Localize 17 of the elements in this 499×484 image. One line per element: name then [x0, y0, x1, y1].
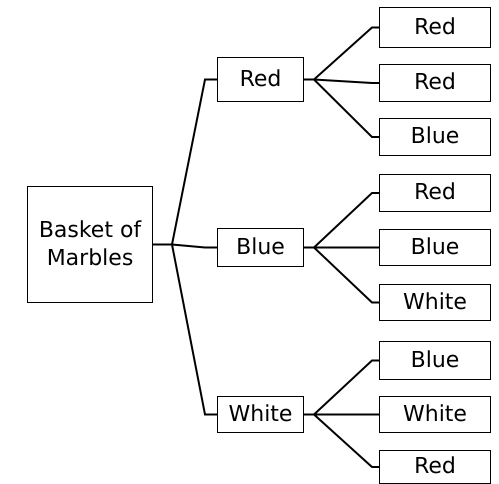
category-box: Blue [379, 341, 491, 380]
category-box: White [379, 284, 491, 321]
category-box: Red [379, 7, 491, 48]
category-box: Red [379, 450, 491, 484]
category-box: White [379, 396, 491, 433]
connector-line [153, 244, 217, 416]
category-box: Red [379, 174, 491, 212]
category-box: Blue [217, 228, 304, 267]
category-box: Red [217, 57, 304, 102]
category-box: Blue [379, 118, 491, 156]
category-box: Red [379, 64, 491, 102]
connector-line [304, 414, 379, 468]
category-box: Blue [379, 229, 491, 266]
category-box: Basket of Marbles [27, 186, 153, 303]
category-box: White [217, 396, 304, 433]
connector-line [304, 78, 379, 138]
connector-line [304, 246, 379, 304]
